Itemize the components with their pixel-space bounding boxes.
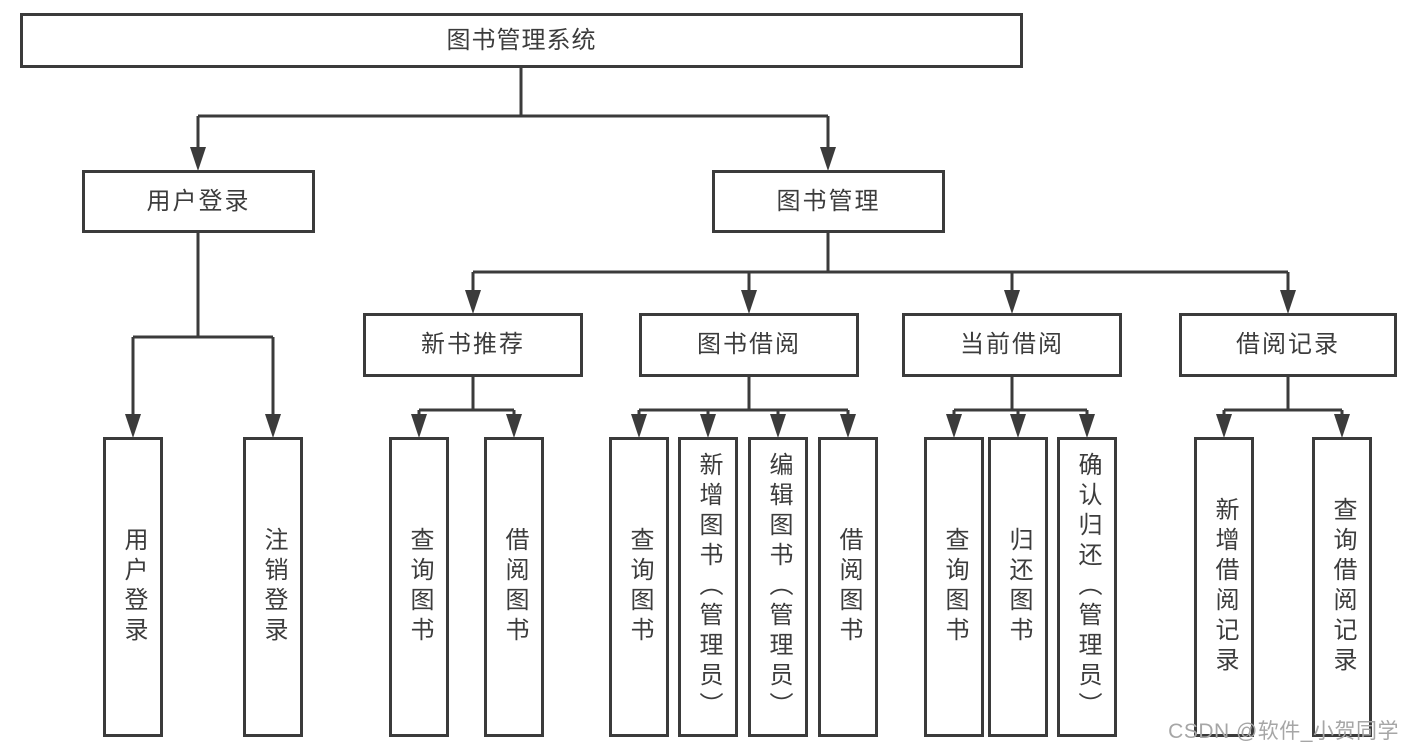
leaf-return-books-label: 归还图书: [1005, 527, 1032, 647]
node-book-management: 图书管理: [712, 170, 945, 233]
node-current-borrowing: 当前借阅: [902, 313, 1122, 377]
leaf-logout-label: 注销登录: [260, 527, 287, 647]
arrowhead: [946, 414, 962, 438]
node-book-borrowing: 图书借阅: [639, 313, 859, 377]
arrowhead: [1010, 414, 1026, 438]
arrowhead: [125, 414, 141, 438]
node-user-login-label: 用户登录: [146, 187, 251, 215]
arrowhead: [631, 414, 647, 438]
node-new-book-recommendation: 新书推荐: [363, 313, 583, 377]
arrowhead: [411, 414, 427, 438]
leaf-query-books-current-label: 查询图书: [941, 527, 968, 647]
arrowhead: [265, 414, 281, 438]
node-current-borrowing-label: 当前借阅: [960, 331, 1064, 358]
leaf-add-borrow-record-label: 新增借阅记录: [1211, 497, 1238, 677]
node-book-management-label: 图书管理: [776, 187, 881, 215]
leaf-edit-books-admin: 编辑图书（管理员）: [748, 437, 808, 737]
node-borrowing-records: 借阅记录: [1179, 313, 1397, 377]
arrowhead: [840, 414, 856, 438]
leaf-query-books-borrowing: 查询图书: [609, 437, 669, 737]
leaf-borrow-books-recommend: 借阅图书: [484, 437, 544, 737]
arrowhead: [820, 147, 836, 171]
leaf-return-books: 归还图书: [988, 437, 1048, 737]
arrowhead: [741, 290, 757, 314]
leaf-edit-books-admin-label: 编辑图书（管理员）: [765, 452, 792, 722]
leaf-confirm-return-admin: 确认归还（管理员）: [1057, 437, 1117, 737]
node-book-borrowing-label: 图书借阅: [697, 331, 801, 358]
leaf-borrow-books-borrowing: 借阅图书: [818, 437, 878, 737]
leaf-confirm-return-admin-label: 确认归还（管理员）: [1074, 452, 1101, 722]
arrowhead: [1216, 414, 1232, 438]
node-user-login: 用户登录: [82, 170, 315, 233]
leaf-query-books-recommend: 查询图书: [389, 437, 449, 737]
arrowhead: [1004, 290, 1020, 314]
node-root: 图书管理系统: [20, 13, 1023, 68]
leaf-borrow-books-recommend-label: 借阅图书: [501, 527, 528, 647]
node-root-label: 图书管理系统: [446, 26, 597, 54]
leaf-add-books-admin-label: 新增图书（管理员）: [695, 452, 722, 722]
leaf-query-books-recommend-label: 查询图书: [406, 527, 433, 647]
arrowhead: [465, 290, 481, 314]
arrowhead: [1079, 414, 1095, 438]
arrowhead: [506, 414, 522, 438]
leaf-query-borrow-record-label: 查询借阅记录: [1329, 497, 1356, 677]
arrowhead: [1334, 414, 1350, 438]
arrowhead: [770, 414, 786, 438]
leaf-query-books-current: 查询图书: [924, 437, 984, 737]
leaf-add-books-admin: 新增图书（管理员）: [678, 437, 738, 737]
leaf-logout: 注销登录: [243, 437, 303, 737]
leaf-user-login-label: 用户登录: [120, 527, 147, 647]
leaf-add-borrow-record: 新增借阅记录: [1194, 437, 1254, 737]
arrowhead: [700, 414, 716, 438]
leaf-query-borrow-record: 查询借阅记录: [1312, 437, 1372, 737]
arrowhead: [1280, 290, 1296, 314]
node-borrowing-records-label: 借阅记录: [1236, 331, 1340, 358]
leaf-borrow-books-borrowing-label: 借阅图书: [835, 527, 862, 647]
leaf-user-login: 用户登录: [103, 437, 163, 737]
watermark-text: CSDN @软件_小贺同学: [1168, 720, 1399, 743]
node-new-book-recommendation-label: 新书推荐: [421, 331, 525, 358]
leaf-query-books-borrowing-label: 查询图书: [626, 527, 653, 647]
arrowhead: [190, 147, 206, 171]
